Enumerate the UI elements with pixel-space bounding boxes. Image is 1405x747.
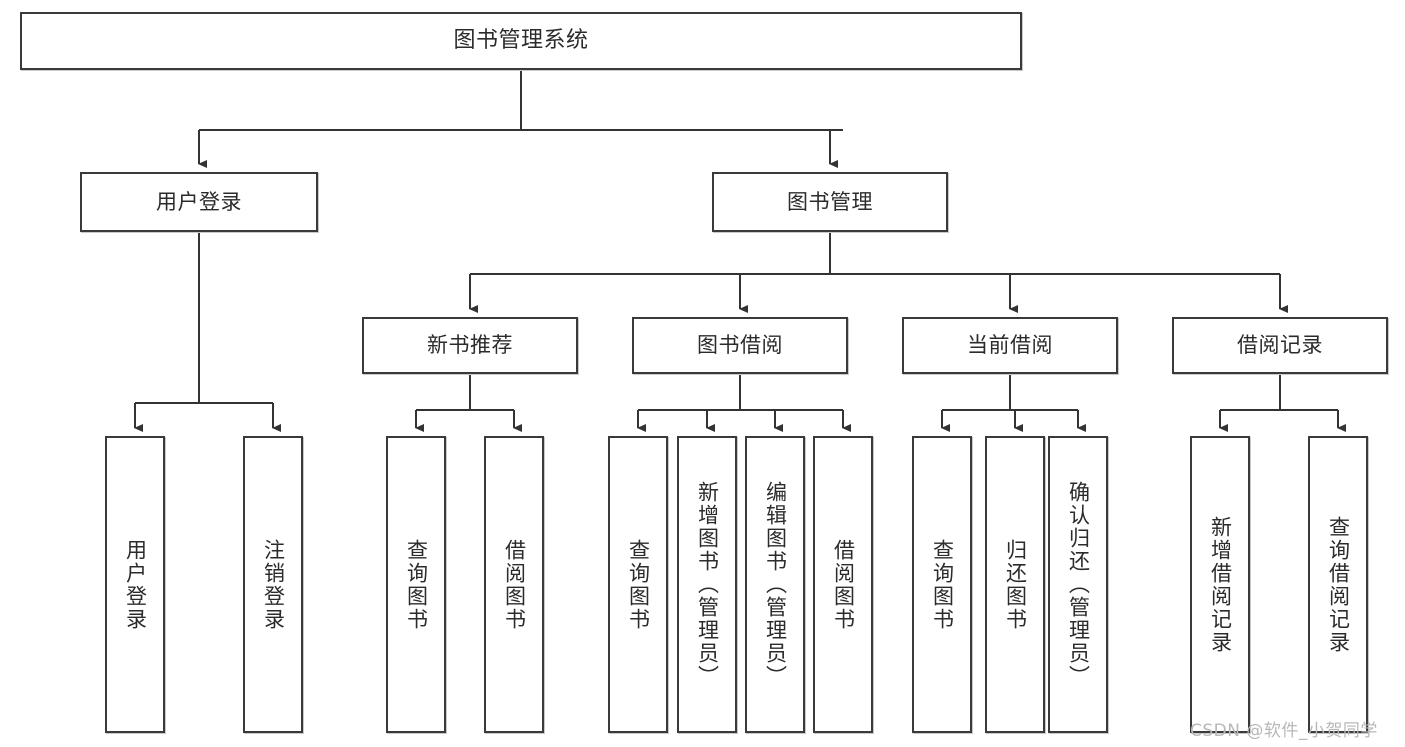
node-book-manage-label: 图书管理 xyxy=(787,189,873,214)
node-leaf-add-record-label: 新增借阅记录 xyxy=(1208,515,1233,654)
node-leaf-borrow-book-1[interactable]: 借阅图书 xyxy=(484,436,544,733)
node-leaf-borrow-book-2[interactable]: 借阅图书 xyxy=(813,436,873,733)
node-leaf-query-book-1[interactable]: 查询图书 xyxy=(386,436,446,733)
node-user-login-label: 用户登录 xyxy=(156,189,242,214)
node-leaf-return-book[interactable]: 归还图书 xyxy=(985,436,1045,733)
node-leaf-add-book[interactable]: 新增图书（管理员） xyxy=(677,436,737,733)
node-book-borrow[interactable]: 图书借阅 xyxy=(632,317,848,374)
node-leaf-add-record[interactable]: 新增借阅记录 xyxy=(1190,436,1250,733)
node-new-book-recommend-label: 新书推荐 xyxy=(427,333,513,358)
node-leaf-query-record[interactable]: 查询借阅记录 xyxy=(1308,436,1368,733)
node-current-borrow[interactable]: 当前借阅 xyxy=(902,317,1118,374)
node-leaf-borrow-book-2-label: 借阅图书 xyxy=(831,538,856,631)
node-leaf-confirm-return-label: 确认归还（管理员） xyxy=(1066,481,1091,688)
node-leaf-query-book-2[interactable]: 查询图书 xyxy=(608,436,668,733)
node-leaf-query-book-3[interactable]: 查询图书 xyxy=(912,436,972,733)
node-leaf-borrow-book-1-label: 借阅图书 xyxy=(502,538,527,631)
node-leaf-edit-book[interactable]: 编辑图书（管理员） xyxy=(745,436,805,733)
node-leaf-edit-book-label: 编辑图书（管理员） xyxy=(763,481,788,688)
node-leaf-query-book-3-label: 查询图书 xyxy=(930,538,955,631)
node-leaf-logout[interactable]: 注销登录 xyxy=(243,436,303,733)
node-book-borrow-label: 图书借阅 xyxy=(697,333,783,358)
node-new-book-recommend[interactable]: 新书推荐 xyxy=(362,317,578,374)
node-user-login[interactable]: 用户登录 xyxy=(80,172,318,232)
node-root-label: 图书管理系统 xyxy=(453,28,589,54)
node-leaf-query-book-1-label: 查询图书 xyxy=(404,538,429,631)
node-leaf-user-login-label: 用户登录 xyxy=(123,538,148,631)
node-leaf-confirm-return[interactable]: 确认归还（管理员） xyxy=(1048,436,1108,733)
node-leaf-user-login[interactable]: 用户登录 xyxy=(105,436,165,733)
node-leaf-query-record-label: 查询借阅记录 xyxy=(1326,515,1351,654)
node-borrow-record[interactable]: 借阅记录 xyxy=(1172,317,1388,374)
node-root[interactable]: 图书管理系统 xyxy=(20,12,1022,70)
node-leaf-query-book-2-label: 查询图书 xyxy=(626,538,651,631)
node-borrow-record-label: 借阅记录 xyxy=(1237,333,1323,358)
node-leaf-return-book-label: 归还图书 xyxy=(1003,538,1028,631)
node-leaf-add-book-label: 新增图书（管理员） xyxy=(695,481,720,688)
node-current-borrow-label: 当前借阅 xyxy=(967,333,1053,358)
node-leaf-logout-label: 注销登录 xyxy=(261,538,286,631)
node-book-manage[interactable]: 图书管理 xyxy=(712,172,948,232)
